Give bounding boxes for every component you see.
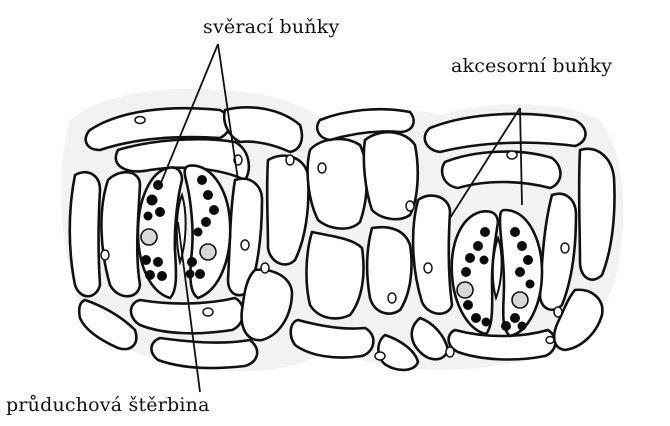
stomatal-pore-label: průduchová štěrbina: [6, 394, 210, 416]
cell: [306, 232, 363, 318]
accessory-cell: [131, 298, 243, 333]
guard-cells-label: svěrací buňky: [203, 16, 339, 38]
accessory-cells-label: akcesorní buňky: [451, 55, 612, 77]
nucleus: [141, 229, 157, 245]
cell: [70, 172, 100, 296]
accessory-cell: [101, 172, 140, 296]
cell: [151, 338, 257, 368]
nucleus: [457, 282, 473, 298]
cell: [308, 139, 367, 229]
accessory-cell: [442, 152, 560, 188]
accessory-cell: [413, 196, 452, 314]
nucleus: [200, 244, 216, 260]
nucleus: [512, 292, 528, 308]
